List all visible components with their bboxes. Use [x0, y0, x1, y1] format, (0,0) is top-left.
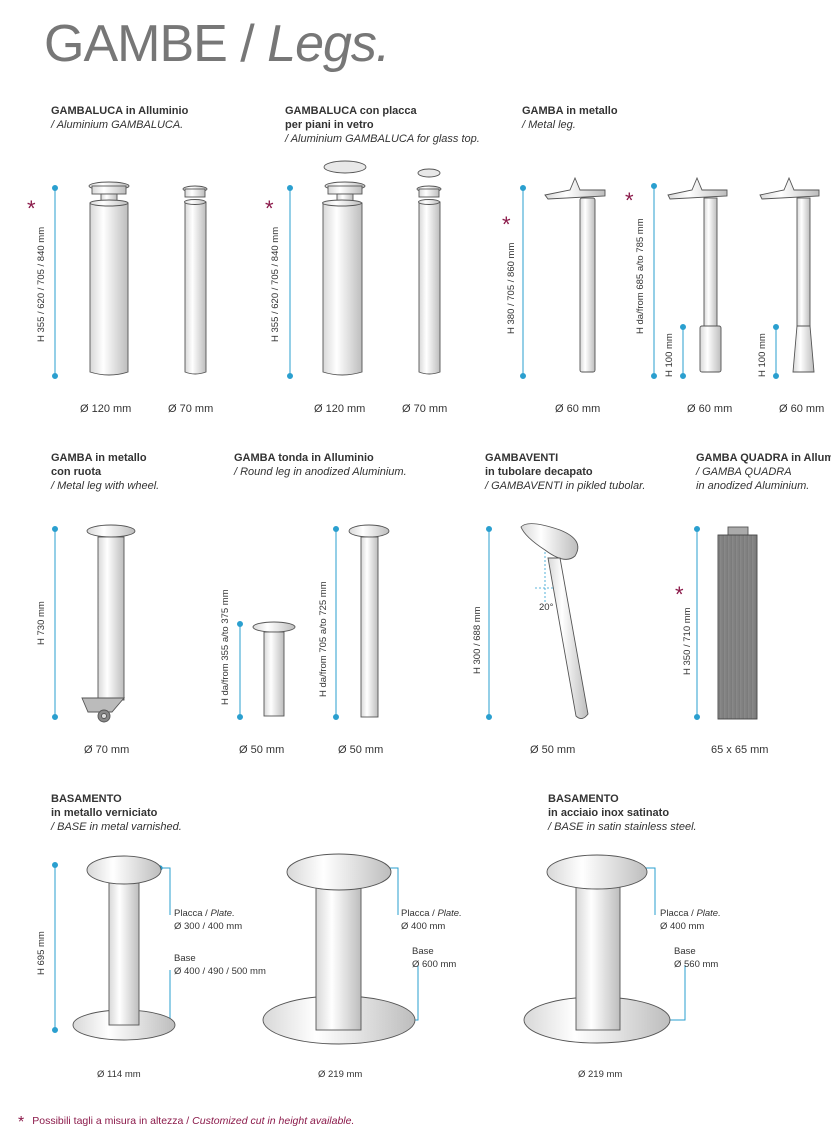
height-label: H 100 mm	[664, 333, 675, 377]
height-label: H da/from 705 a/to 725 mm	[318, 581, 329, 697]
dimension-label: 65 x 65 mm	[711, 744, 769, 756]
dim-line-gamba-metal-1	[520, 185, 526, 379]
diameter-label: Ø 50 mm	[530, 744, 576, 756]
star-icon: *	[18, 1114, 25, 1131]
gamba-metal-telescopic-drawing	[667, 176, 728, 373]
gambaventi-drawing	[520, 523, 589, 719]
base-steel-drawing	[523, 854, 671, 1044]
diameter-label: Ø 70 mm	[402, 403, 448, 415]
gambaluca-70-drawing	[182, 185, 208, 375]
dim-line-gambaluca	[52, 185, 58, 379]
diameter-label: Ø 60 mm	[687, 403, 733, 415]
dim-line-gambaluca-glass	[287, 185, 293, 379]
height-label: H 730 mm	[36, 601, 47, 645]
custom-cut-star-icon: *	[625, 188, 634, 213]
base-label: Base Ø 560 mm	[674, 946, 719, 970]
plate-label: Placca / Plate. Ø 400 mm	[401, 908, 462, 932]
gamba-metal-60-drawing	[544, 176, 606, 373]
base-varnished-small-drawing	[72, 855, 176, 1041]
gamba-round-tall-drawing	[348, 524, 390, 718]
height-label: H 350 / 710 mm	[682, 607, 693, 675]
diameter-label: Ø 60 mm	[555, 403, 601, 415]
gambaluca-glass-120-drawing	[322, 160, 367, 376]
diameter-label: Ø 70 mm	[168, 403, 214, 415]
gambaluca-glass-70-drawing	[416, 168, 442, 375]
page-title: GAMBE / Legs.	[44, 15, 390, 73]
base-steel-header: BASAMENTO in acciaio inox satinato / BAS…	[548, 793, 697, 833]
diameter-label: Ø 114 mm	[97, 1069, 141, 1080]
plate-label: Placca / Plate. Ø 300 / 400 mm	[174, 908, 243, 932]
gamba-metal-tapered-drawing	[759, 176, 820, 373]
height-label: H 380 / 705 / 860 mm	[506, 242, 517, 334]
diameter-label: Ø 120 mm	[314, 403, 366, 415]
dim-line-gamba-quadra	[694, 526, 700, 720]
dim-line-gamba-wheel	[52, 526, 58, 720]
custom-cut-star-icon: *	[265, 196, 274, 221]
gamba-quadra-drawing	[717, 526, 758, 720]
diameter-label: Ø 219 mm	[318, 1069, 363, 1080]
diameter-label: Ø 70 mm	[84, 744, 130, 756]
diameter-label: Ø 60 mm	[779, 403, 825, 415]
dim-line-gamba-metal-2	[651, 183, 779, 379]
gambaventi-angle-marks	[535, 552, 555, 602]
base-label: Base Ø 400 / 490 / 500 mm	[174, 953, 266, 977]
dim-line-gambaventi	[486, 526, 492, 720]
height-label: H da/from 355 a/to 375 mm	[220, 589, 231, 705]
custom-cut-star-icon: *	[502, 212, 511, 237]
custom-cut-star-icon: *	[675, 582, 684, 607]
base-label: Base Ø 600 mm	[412, 946, 457, 970]
footer-note: *Possibili tagli a misura in altezza / C…	[18, 1114, 355, 1131]
plate-label: Placca / Plate. Ø 400 mm	[660, 908, 721, 932]
diameter-label: Ø 50 mm	[239, 744, 285, 756]
custom-cut-star-icon: *	[27, 196, 36, 221]
gamba-wheel-drawing	[81, 524, 136, 723]
gambaluca-glass-header: GAMBALUCA con placca per piani in vetro …	[285, 105, 480, 145]
gamba-wheel-header: GAMBA in metallo con ruota / Metal leg w…	[51, 452, 160, 492]
angle-label: 20°	[539, 602, 554, 613]
gamba-round-short-drawing	[252, 621, 296, 717]
gamba-quadra-header: GAMBA QUADRA in Alluminio / GAMBA QUADRA…	[696, 452, 831, 492]
base-varnished-header: BASAMENTO in metallo verniciato / BASE i…	[51, 793, 182, 833]
diameter-label: Ø 50 mm	[338, 744, 384, 756]
gambaventi-header: GAMBAVENTI in tubolare decapato / GAMBAV…	[485, 452, 646, 492]
height-label: H 100 mm	[757, 333, 768, 377]
base-varnished-large-drawing	[262, 853, 416, 1045]
height-label: H 355 / 620 / 705 / 840 mm	[270, 226, 281, 342]
gambaluca-120-drawing	[88, 181, 130, 376]
height-label: H 695 mm	[36, 931, 47, 975]
height-label: H 355 / 620 / 705 / 840 mm	[36, 226, 47, 342]
height-label: H da/from 685 a/to 785 mm	[635, 218, 646, 334]
diameter-label: Ø 120 mm	[80, 403, 132, 415]
height-label: H 300 / 688 mm	[472, 606, 483, 674]
dim-line-gamba-round	[237, 526, 339, 720]
gambaluca-header: GAMBALUCA in Alluminio / Aluminium GAMBA…	[51, 105, 189, 131]
diameter-label: Ø 219 mm	[578, 1069, 623, 1080]
gamba-round-header: GAMBA tonda in Alluminio / Round leg in …	[234, 452, 407, 478]
dim-line-base-varnished	[52, 862, 58, 1033]
gamba-metal-header: GAMBA in metallo / Metal leg.	[522, 105, 618, 131]
